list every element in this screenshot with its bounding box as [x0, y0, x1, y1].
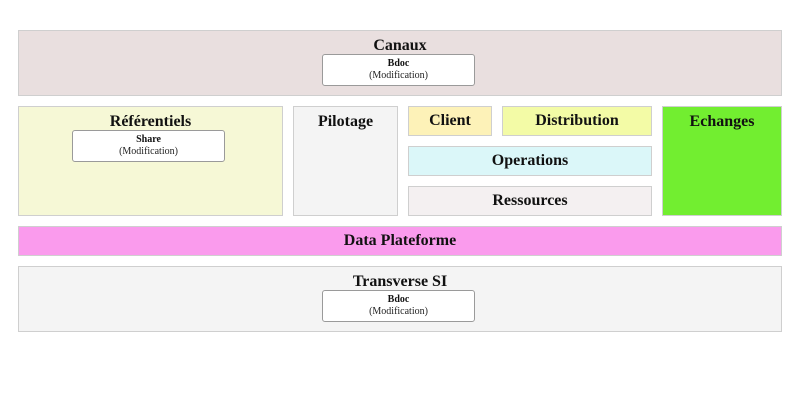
- card-status: (Modification): [369, 70, 428, 81]
- card-name: Bdoc: [387, 58, 410, 69]
- referentiels-block: Référentiels Share (Modification): [18, 106, 283, 216]
- echanges-block: Echanges: [662, 106, 782, 216]
- distribution-title: Distribution: [535, 112, 619, 129]
- distribution-block: Distribution: [502, 106, 652, 136]
- client-title: Client: [429, 112, 471, 129]
- transverse-si-title: Transverse SI: [352, 273, 448, 290]
- canaux-block: Canaux Bdoc (Modification): [18, 30, 782, 96]
- ressources-block: Ressources: [408, 186, 652, 216]
- client-block: Client: [408, 106, 492, 136]
- card-status: (Modification): [369, 306, 428, 317]
- transverse-bdoc-card[interactable]: Bdoc (Modification): [322, 290, 475, 322]
- operations-title: Operations: [491, 152, 569, 169]
- referentiels-share-card[interactable]: Share (Modification): [72, 130, 225, 162]
- operations-block: Operations: [408, 146, 652, 176]
- transverse-si-block: Transverse SI Bdoc (Modification): [18, 266, 782, 332]
- canaux-title: Canaux: [373, 37, 427, 54]
- canaux-bdoc-card[interactable]: Bdoc (Modification): [322, 54, 475, 86]
- referentiels-title: Référentiels: [109, 113, 192, 130]
- card-status: (Modification): [119, 146, 178, 157]
- echanges-title: Echanges: [689, 113, 755, 130]
- data-plateforme-block: Data Plateforme: [18, 226, 782, 256]
- card-name: Bdoc: [387, 294, 410, 305]
- pilotage-title: Pilotage: [317, 113, 374, 130]
- data-plateforme-title: Data Plateforme: [343, 232, 457, 249]
- card-name: Share: [136, 134, 161, 145]
- ressources-title: Ressources: [492, 192, 568, 209]
- pilotage-block: Pilotage: [293, 106, 398, 216]
